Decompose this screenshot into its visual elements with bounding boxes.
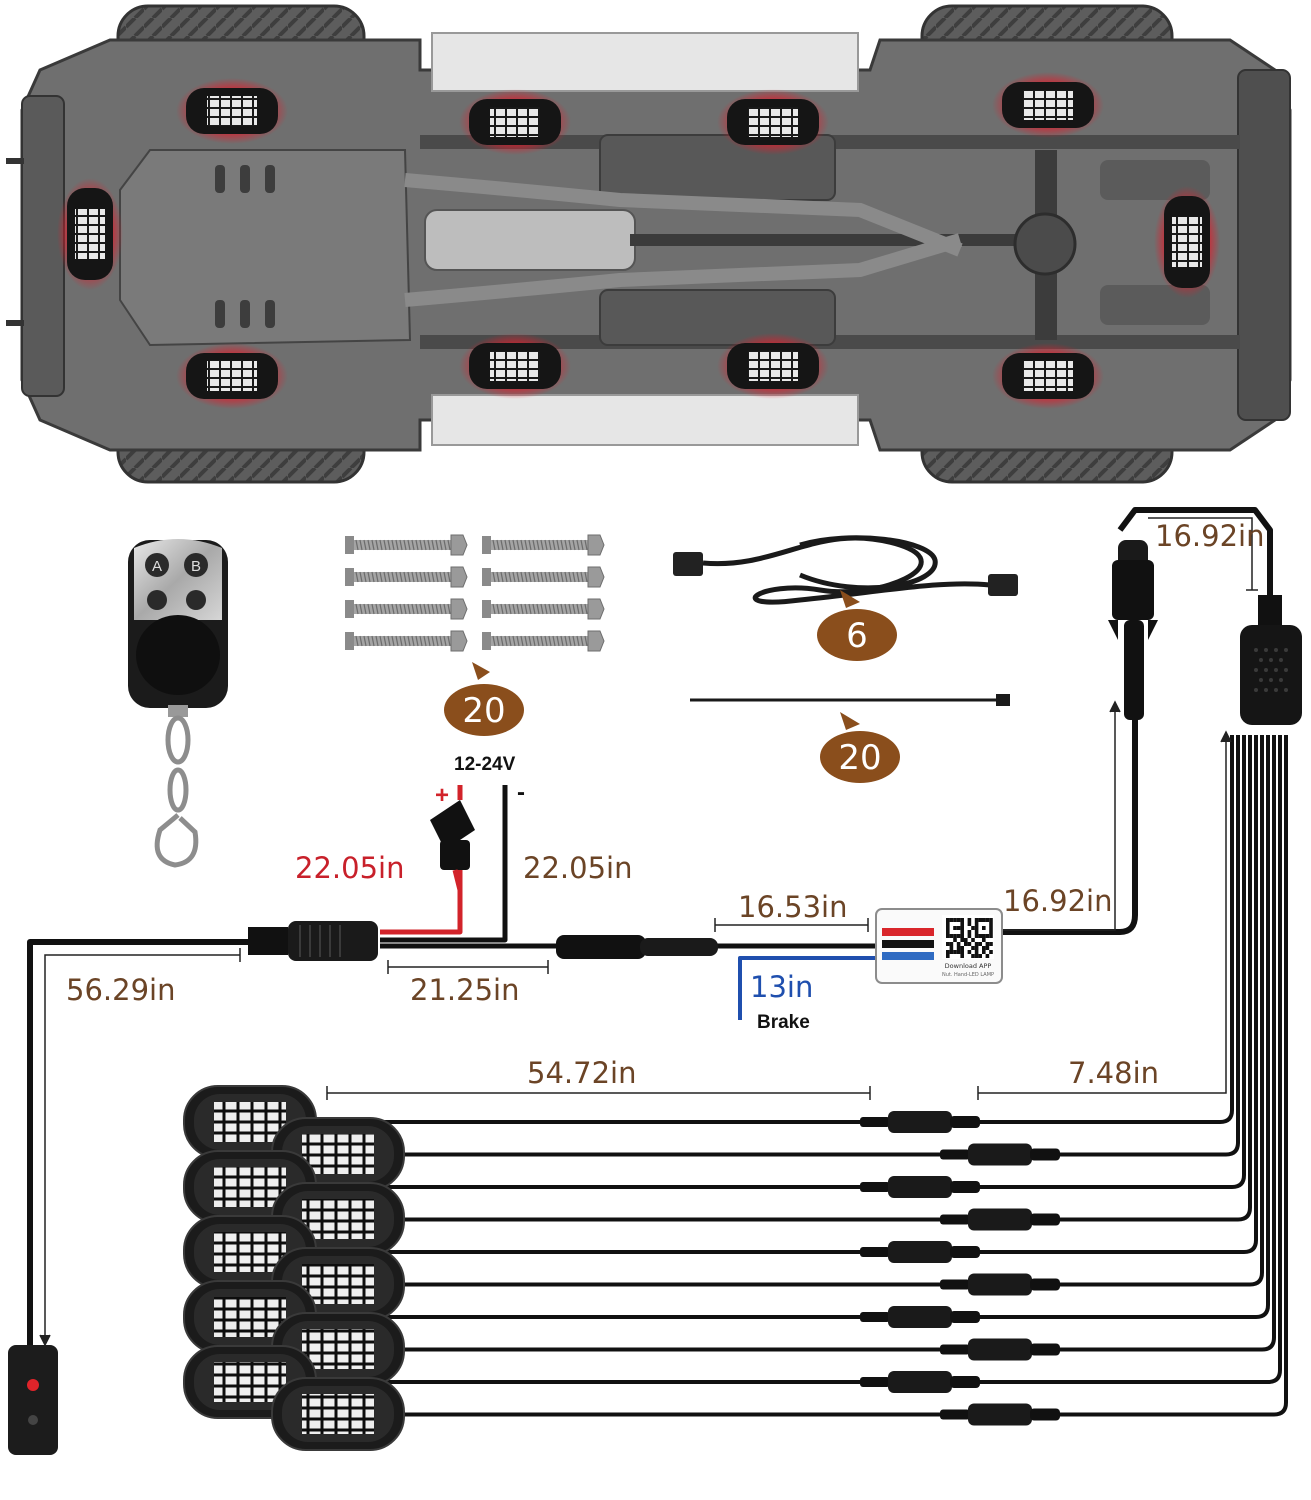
dim-negative-wire: 22.05in [523, 851, 632, 885]
pod-connector [940, 1403, 1060, 1426]
controller-stripe-red [882, 928, 934, 936]
dim-connector-to-controller: 16.53in [738, 890, 847, 924]
remote-button-b: B [184, 553, 208, 577]
vehicle-pod-7 [176, 343, 288, 409]
inline-connector [556, 935, 718, 959]
vehicle-light-pods [57, 72, 1220, 409]
dim-positive-wire: 22.05in [295, 851, 404, 885]
controller-stripe-blue [882, 952, 934, 960]
side-step-left [431, 32, 859, 92]
screw-icon [345, 630, 468, 652]
switch-indicator-icon [27, 1379, 39, 1391]
mounting-screws [345, 534, 605, 652]
zip-tie [690, 694, 1010, 706]
cable-qty: 6 [846, 616, 868, 656]
vehicle-pod-8 [459, 333, 571, 399]
pod-connector [940, 1143, 1060, 1166]
screw-icon [345, 534, 468, 556]
screw-icon [482, 534, 605, 556]
vehicle-pod-3 [717, 89, 829, 155]
splitter-hub [1240, 595, 1302, 725]
pod-connector [860, 1176, 980, 1198]
vehicle-pod-5 [57, 178, 123, 290]
screw-icon [482, 566, 605, 588]
vehicle-pod-9 [717, 333, 829, 399]
zip-tie-qty-bubble: 20 [820, 712, 900, 783]
dim-brake-wire: 13in [750, 970, 813, 1004]
vehicle-pod-10 [992, 343, 1104, 409]
screw-qty-bubble: 20 [444, 662, 524, 736]
svg-text:B: B [191, 558, 201, 575]
dim-splitter-lead: 16.92in [1155, 519, 1264, 553]
power-switch [8, 1345, 58, 1455]
vehicle-pod-1 [176, 78, 288, 144]
vehicle-underside [6, 4, 1292, 484]
remote-button-a: A [145, 553, 169, 577]
screw-qty: 20 [462, 691, 505, 731]
keyring-icon [154, 715, 199, 868]
pod-harness [305, 735, 1288, 1426]
dim-power-to-connector: 21.25in [410, 973, 519, 1007]
vehicle-pod-2 [459, 89, 571, 155]
skid-plate [119, 149, 412, 347]
controller-stripe-black [882, 940, 934, 948]
zip-tie-qty: 20 [838, 738, 881, 778]
dim-splitter-branch: 7.48in [1068, 1056, 1159, 1090]
dim-pod-cable: 54.72in [527, 1056, 636, 1090]
remote-button-d [186, 590, 206, 610]
pod-connector [940, 1208, 1060, 1231]
rear-bumper [1237, 69, 1291, 421]
brake-label: Brake [757, 1012, 810, 1033]
negative-terminal-label: - [517, 779, 525, 806]
controller-caption-2: Nut. Hand-LED LAMP [942, 972, 994, 978]
waterproof-connector [1108, 540, 1158, 720]
rock-light-pod [271, 1377, 405, 1451]
dim-switch-cable: 56.29in [66, 973, 175, 1007]
bluetooth-controller: Download APP Nut. Hand-LED LAMP [875, 908, 1003, 984]
fuse-holder [430, 785, 475, 891]
side-step-right [431, 394, 859, 446]
extension-cable [673, 535, 1018, 605]
pod-connector [860, 1306, 980, 1328]
pod-connector [860, 1241, 980, 1263]
screw-icon [482, 630, 605, 652]
remote-control: A B [128, 539, 228, 868]
voltage-label: 12-24V [454, 754, 516, 775]
pod-connector [940, 1338, 1060, 1361]
pod-connector [860, 1371, 980, 1393]
dim-controller-to-plug: 16.92in [1003, 884, 1112, 918]
dimension-lines [39, 517, 1258, 1347]
qr-code-icon [942, 915, 994, 959]
rock-light-pods [183, 1085, 405, 1451]
svg-text:A: A [152, 558, 162, 575]
remote-button-c [147, 590, 167, 610]
pod-connector [940, 1273, 1060, 1296]
screw-icon [345, 566, 468, 588]
pod-connector [860, 1111, 980, 1133]
cable-qty-bubble: 6 [817, 590, 897, 661]
vehicle-pod-6 [1154, 186, 1220, 298]
controller-caption-1: Download APP [945, 962, 992, 970]
screw-icon [345, 598, 468, 620]
screw-icon [482, 598, 605, 620]
vehicle-pod-4 [992, 72, 1104, 138]
positive-terminal-label: + [435, 782, 449, 809]
power-plug [248, 921, 378, 961]
